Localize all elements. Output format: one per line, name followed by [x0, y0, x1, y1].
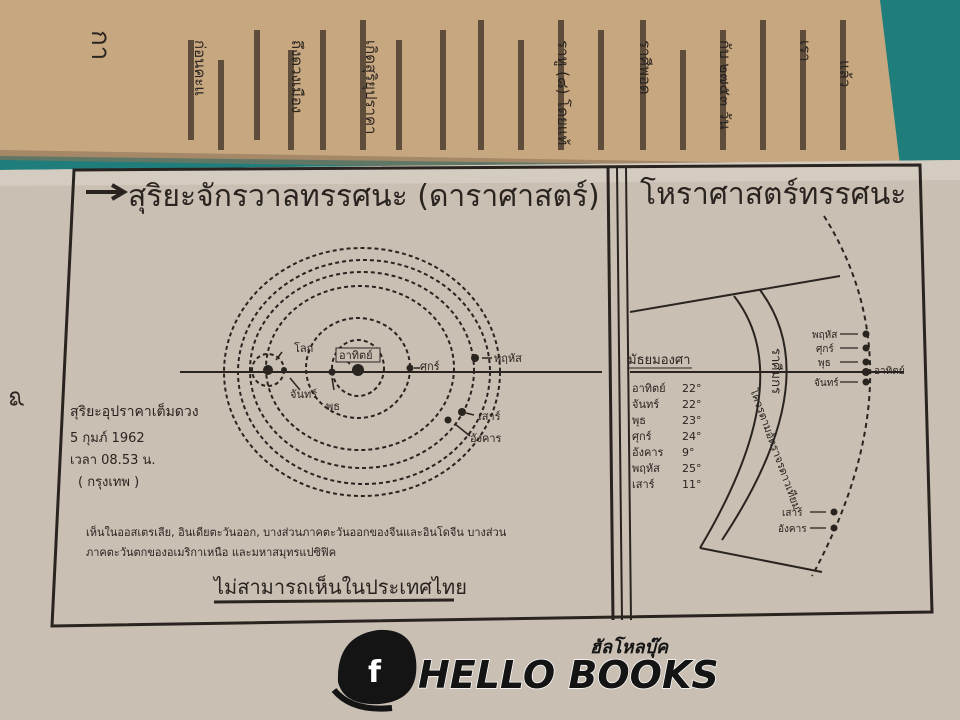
eclipse-caption: สุริยะอุปราคาเต็มดวง 5 กุมภ์ 1962 เวลา 0…: [70, 402, 199, 490]
caption-line: 5 กุมภ์ 1962: [70, 430, 145, 446]
right-label: จันทร์: [814, 377, 839, 389]
caption-line: ( กรุงเทพ ): [78, 475, 139, 490]
table-row-deg: 24°: [682, 430, 702, 443]
upper-page-fragment: แล้ว: [836, 60, 854, 87]
table-row-name: ศุกร์: [632, 430, 652, 443]
right-label: ศุกร์: [816, 343, 834, 355]
arrow-right-icon: [86, 183, 128, 201]
mars-dot: [444, 416, 452, 424]
jupiter-dot: [471, 354, 479, 362]
right-label: พุธ: [818, 358, 831, 369]
upper-page-fragment: ถึงดวงเมือง: [288, 40, 306, 113]
upper-page-fragment: ราศีพอด: [636, 40, 654, 95]
table-row-name: พุธ: [632, 414, 646, 427]
table-row-name: จันทร์: [632, 398, 659, 411]
mercury-marker: [862, 358, 870, 366]
label-jupiter: พฤหัส: [494, 352, 522, 365]
label-venus: ศุกร์: [420, 360, 440, 373]
label-earth: โลก: [294, 341, 313, 355]
upper-page-fragment: ราหู (๘) โดยแท้: [554, 40, 572, 145]
moon-marker: [862, 378, 870, 386]
label-mars: อังคาร: [470, 432, 502, 445]
visibility-footnote: ภาคตะวันตกของอเมริกาเหนือ และมหาสมุทรแปซ…: [86, 546, 336, 559]
table-header: มัธยมองศา: [628, 353, 690, 368]
caption-line: เวลา 08.53 น.: [70, 453, 156, 468]
diagram-frame: [50, 163, 934, 628]
left-panel-title: สุริยะจักรวาลทรรศนะ (ดาราศาสตร์): [128, 179, 600, 215]
mars-marker: [830, 524, 838, 532]
upper-page-fragment: กับ ๒๗๕๓ วัน: [716, 40, 734, 130]
right-label-sun: อาทิตย์: [874, 365, 905, 377]
upper-page-fragment: กา: [85, 30, 115, 60]
saturn-marker: [830, 508, 838, 516]
not-visible-note: ไม่สามารถเห็นในประเทศไทย: [212, 574, 467, 599]
sun-marker: [862, 368, 870, 376]
mercury-dot: [328, 368, 336, 376]
upper-page-fragment: ก่อนคะแ: [191, 40, 209, 96]
watermark-thai: ฮัลโหลบุ๊ค: [590, 636, 669, 659]
table-row-deg: 25°: [682, 462, 702, 475]
table-row-name: พฤหัส: [632, 462, 660, 475]
moon-dot: [281, 367, 287, 373]
saturn-dot: [458, 408, 466, 416]
table-row-name: เสาร์: [632, 478, 655, 491]
table-row-deg: 22°: [682, 398, 702, 411]
label-moon: จันทร์: [290, 388, 317, 401]
table-row-deg: 9°: [682, 446, 695, 459]
right-label: เสาร์: [782, 507, 803, 519]
label-mercury: พุธ: [326, 400, 340, 413]
page-number: ๘: [4, 390, 29, 407]
right-label: พฤหัส: [812, 330, 837, 341]
label-saturn: เสาร์: [478, 410, 501, 423]
left-panel: สุริยะจักรวาลทรรศนะ (ดาราศาสตร์): [70, 179, 602, 604]
table-row-deg: 11°: [682, 478, 702, 491]
table-row-name: อังคาร: [632, 446, 664, 459]
degree-table: อาทิตย์ 22° จันทร์ 22° พุธ 23° ศุกร์ 24°…: [632, 382, 702, 491]
jupiter-marker: [862, 330, 870, 338]
table-row-name: อาทิตย์: [632, 382, 666, 395]
facebook-f-icon: f: [368, 655, 382, 690]
upper-page-fragment: เรา: [796, 40, 814, 62]
hello-books-watermark: f ฮัลโหลบุ๊ค HELLO BOOKS: [331, 629, 720, 712]
table-row-deg: 23°: [682, 414, 702, 427]
right-label: อังคาร: [778, 524, 807, 535]
upper-page-fragment: เกิดสุริยุปราคา: [361, 40, 380, 134]
right-panel-title: โหราศาสตร์ทรรศนะ: [640, 176, 906, 212]
watermark-brand: HELLO BOOKS: [418, 653, 719, 697]
arc-text-inner: ราศีมกร: [768, 348, 784, 394]
label-sun: อาทิตย์: [339, 349, 373, 362]
venus-dot: [406, 364, 414, 372]
upper-page: กา ก่อนคะแ ถึงดวงเมือง เกิดสุริยุปราคา ร…: [0, 0, 960, 175]
caption-line: สุริยะอุปราคาเต็มดวง: [70, 402, 199, 420]
sun-dot: [352, 364, 364, 376]
visibility-footnote: เห็นในออสเตรเลีย, อินเดียตะวันออก, บางส่…: [86, 525, 507, 539]
venus-marker: [862, 344, 870, 352]
earth-dot: [263, 365, 273, 375]
table-row-deg: 22°: [682, 382, 702, 395]
